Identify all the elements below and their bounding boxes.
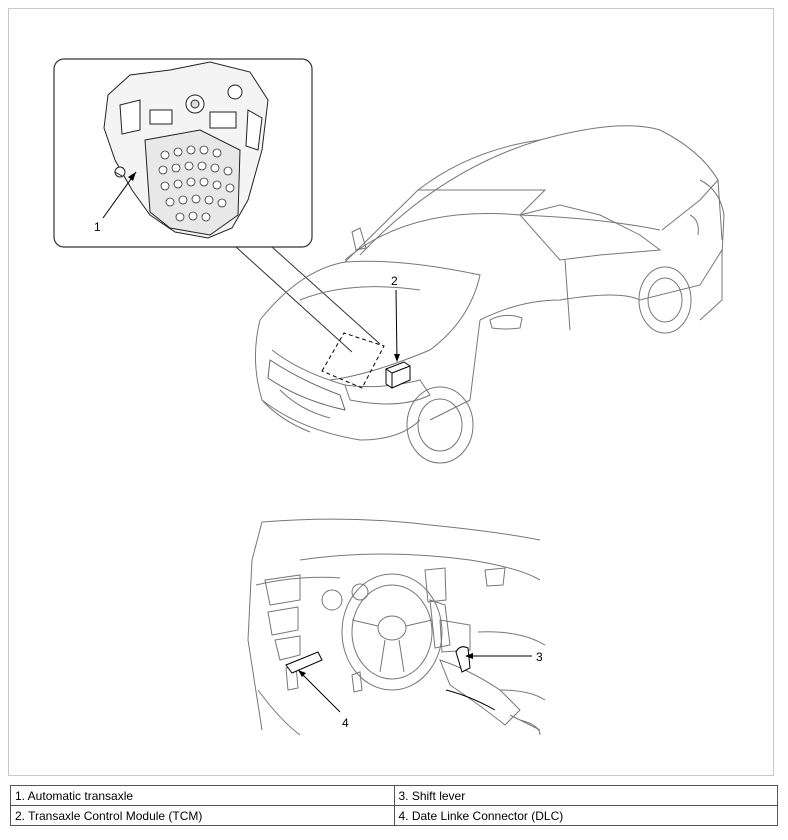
tcm-module	[385, 361, 411, 389]
legend-item-shift-lever: 3. Shift lever	[393, 785, 778, 806]
callout-1-leader	[102, 171, 137, 219]
component-location-diagram	[53, 58, 725, 736]
legend-item-automatic-transaxle: 1. Automatic transaxle	[10, 785, 395, 806]
legend-item-tcm: 2. Transaxle Control Module (TCM)	[10, 805, 395, 826]
transaxle-illustration	[103, 61, 269, 239]
vehicle-illustration	[255, 125, 725, 464]
callout-2-label: 2	[391, 274, 398, 288]
dlc-connector	[285, 651, 323, 674]
legend-item-dlc: 4. Date Linke Connector (DLC)	[393, 805, 778, 826]
legend-row: 2. Transaxle Control Module (TCM) 4. Dat…	[10, 805, 778, 826]
transaxle-location-marker	[321, 332, 385, 389]
callout-4-leader	[298, 670, 341, 713]
callout-3-leader	[465, 653, 532, 659]
legend-table: 1. Automatic transaxle 3. Shift lever 2.…	[10, 785, 778, 826]
callout-3-label: 3	[536, 650, 543, 664]
legend-row: 1. Automatic transaxle 3. Shift lever	[10, 785, 778, 806]
callout-2-leader	[394, 289, 400, 362]
shift-lever	[445, 646, 496, 711]
interior-illustration	[247, 518, 546, 736]
callout-1-label: 1	[94, 220, 101, 234]
callout-4-label: 4	[342, 716, 349, 730]
